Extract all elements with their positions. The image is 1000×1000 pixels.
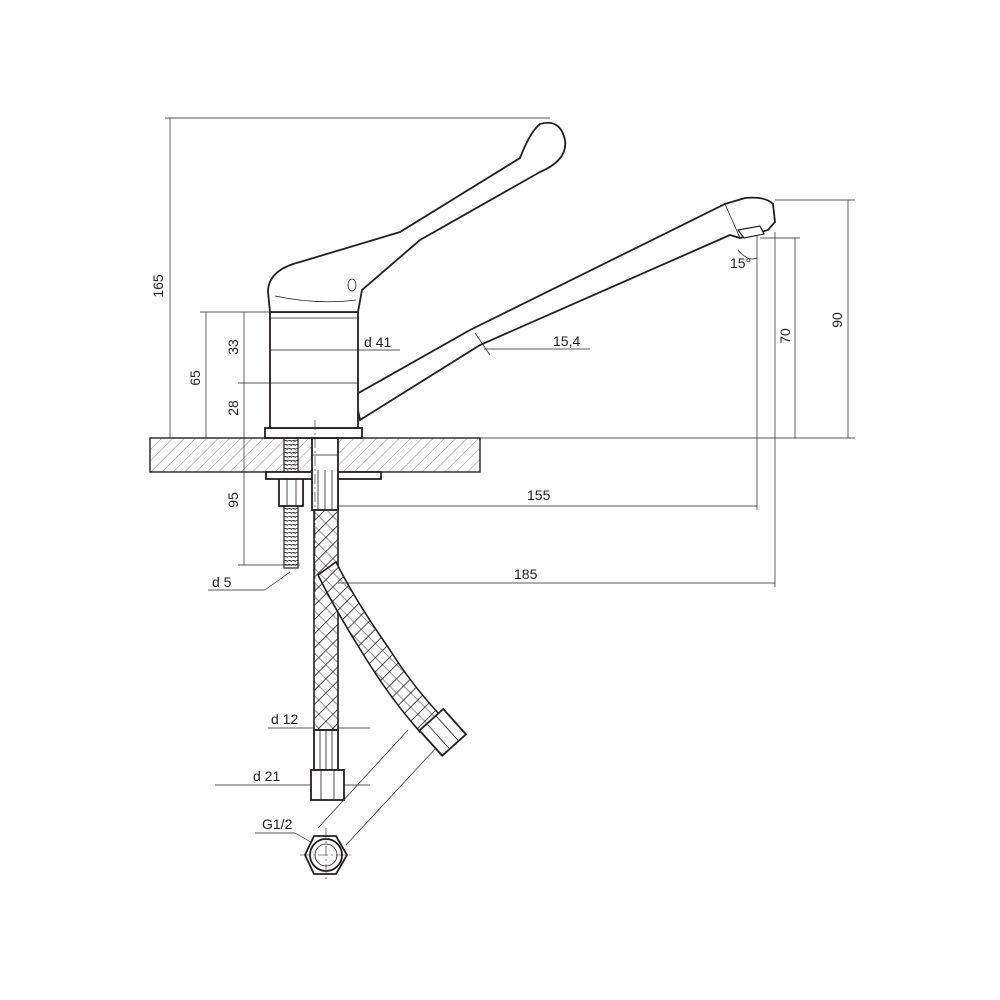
dim-15-4: 15,4 [553, 333, 580, 349]
dim-95: 95 [225, 492, 241, 508]
hose-nut-bent [418, 707, 468, 757]
mixer-body [264, 311, 363, 439]
braided-hose-straight [313, 471, 339, 771]
dim-65: 65 [187, 370, 203, 386]
dim-33: 33 [225, 339, 241, 355]
water-inlet-pipe [311, 437, 339, 511]
dim-d41: d 41 [364, 334, 391, 350]
dim-70: 70 [777, 328, 793, 344]
dim-28: 28 [225, 400, 241, 416]
dim-165: 165 [150, 274, 166, 298]
dim-g1-2: G1/2 [262, 816, 293, 832]
hose-nut-straight [310, 769, 345, 801]
lever-handle [267, 121, 567, 313]
dim-155: 155 [527, 487, 551, 503]
dim-185: 185 [514, 566, 538, 582]
dim-d5: d 5 [212, 574, 232, 590]
dim-d21: d 21 [253, 768, 280, 784]
nut-end-view [300, 828, 352, 882]
dim-90: 90 [829, 312, 845, 328]
dim-angle-15: 15° [730, 255, 751, 271]
spout [353, 196, 776, 422]
dim-d12: d 12 [271, 711, 298, 727]
